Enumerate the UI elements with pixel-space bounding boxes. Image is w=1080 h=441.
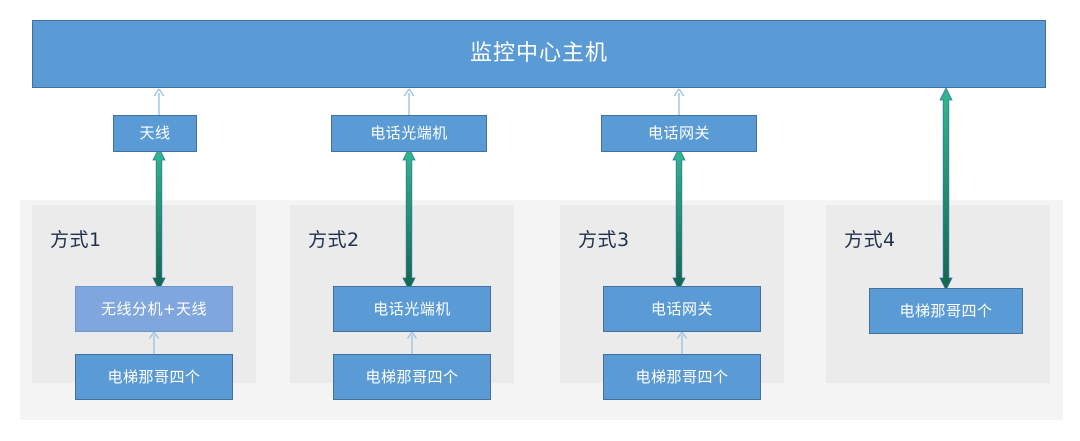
node-monitoring-center[interactable]: 监控中心主机 [32,20,1046,88]
node-phone-gateway[interactable]: 电话网关 [601,115,757,152]
node-wireless-extension-antenna[interactable]: 无线分机+天线 [75,286,233,332]
node-elevator-group-3[interactable]: 电梯那哥四个 [603,354,761,400]
link-optical-to-optical [400,147,418,291]
connector-elevator2-to-optical [405,331,419,355]
node-elevator-group-1[interactable]: 电梯那哥四个 [75,354,233,400]
node-elevator-group-2[interactable]: 电梯那哥四个 [333,354,491,400]
link-center-to-elevator4 [937,87,955,291]
connector-elevator3-to-gateway [675,331,689,355]
node-elevator-group-4[interactable]: 电梯那哥四个 [869,288,1023,334]
node-antenna[interactable]: 天线 [113,115,197,152]
connector-gateway-to-center [672,88,686,116]
node-optical-terminal-group-2[interactable]: 电话光端机 [333,286,491,332]
group-label-1: 方式1 [50,229,102,251]
node-phone-gateway-group-3[interactable]: 电话网关 [603,286,761,332]
group-label-3: 方式3 [578,229,630,251]
connector-elevator1-to-wireless [147,331,161,355]
link-gateway-to-gateway [670,147,688,291]
connector-antenna-to-center [152,88,166,116]
group-label-4: 方式4 [844,229,896,251]
group-label-2: 方式2 [308,229,360,251]
link-antenna-to-wireless [150,147,168,291]
node-optical-terminal[interactable]: 电话光端机 [331,115,487,152]
connector-optical-to-center [402,88,416,116]
